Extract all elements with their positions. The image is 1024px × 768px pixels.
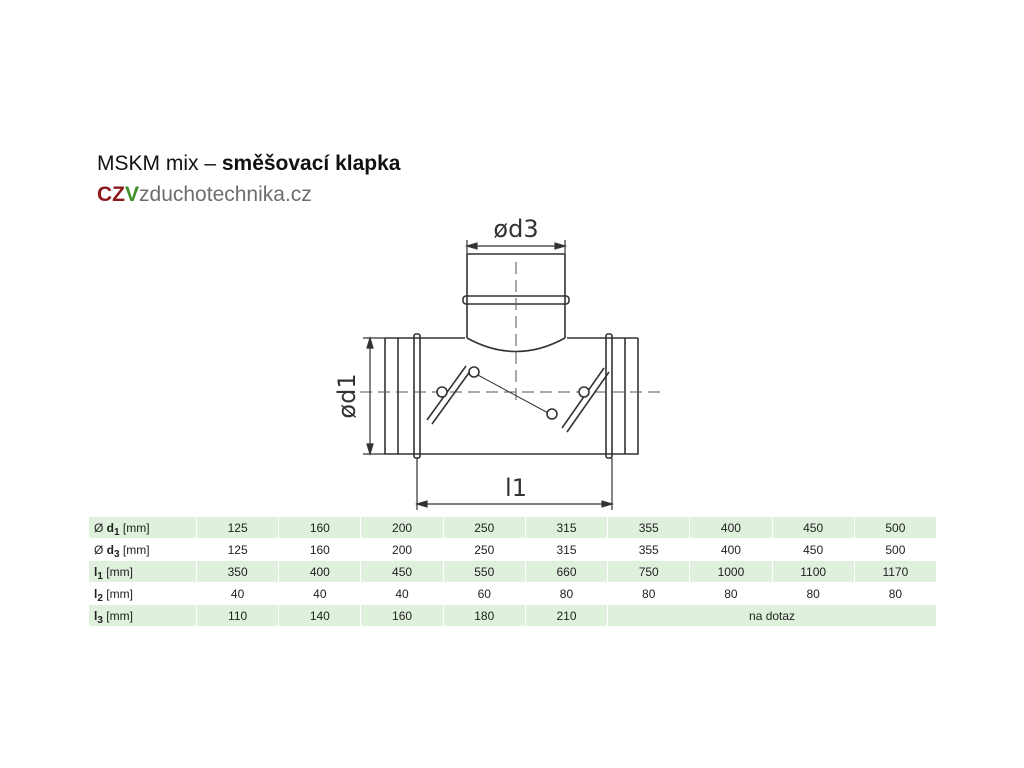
table-cell: 450: [771, 516, 855, 539]
table-cell: 450: [771, 538, 855, 561]
table-cell: 660: [524, 560, 609, 583]
table-cell: 450: [360, 560, 444, 583]
table-cell: 355: [607, 538, 691, 561]
label-d1: ød1: [333, 373, 361, 418]
table-cell: 40: [278, 582, 362, 605]
table-cell: 315: [524, 516, 609, 539]
row-header: l1 [mm]: [88, 560, 197, 583]
table-cell: 80: [771, 582, 855, 605]
table-cell: 350: [195, 560, 280, 583]
table-cell: 110: [195, 604, 280, 627]
dimension-table: Ø d1 [mm] 125 160 200 250 315 355 400 45…: [88, 516, 938, 627]
title-normal: MSKM mix –: [97, 152, 222, 175]
table-cell: 1100: [771, 560, 855, 583]
table-row: l2 [mm] 40 40 40 60 80 80 80 80 80: [88, 582, 938, 605]
row-header: l3 [mm]: [88, 604, 197, 627]
table-row: l1 [mm] 350 400 450 550 660 750 1000 110…: [88, 560, 938, 583]
table-cell: 160: [278, 538, 362, 561]
table-cell: 315: [524, 538, 609, 561]
table-cell: 400: [278, 560, 362, 583]
row-header: Ø d3 [mm]: [88, 538, 197, 561]
table-cell: 200: [360, 516, 444, 539]
table-cell: 500: [853, 538, 938, 561]
table-row: l3 [mm] 110 140 160 180 210 na dotaz: [88, 604, 937, 627]
table-row: Ø d3 [mm] 125 160 200 250 315 355 400 45…: [88, 538, 938, 561]
table-cell: 40: [360, 582, 444, 605]
table-cell: 750: [607, 560, 691, 583]
brand-logo: CZVzduchotechnika.cz: [97, 183, 312, 207]
table-cell: 500: [853, 516, 938, 539]
right-damper: [561, 367, 605, 429]
table-cell: 1000: [689, 560, 773, 583]
table-cell: 250: [442, 516, 526, 539]
table-cell: 250: [442, 538, 526, 561]
table-cell: 125: [195, 516, 280, 539]
title-bold: směšovací klapka: [221, 152, 401, 175]
merged-cell: na dotaz: [607, 604, 937, 627]
right-collar: [605, 333, 613, 459]
table-cell: 60: [442, 582, 526, 605]
table-cell: 80: [524, 582, 609, 605]
table-cell: 210: [524, 604, 609, 627]
table-cell: 80: [607, 582, 691, 605]
table-cell: 160: [360, 604, 444, 627]
table-cell: 140: [278, 604, 362, 627]
technical-drawing: ød3 ød1 l1: [333, 215, 660, 510]
brand-v: V: [125, 183, 140, 206]
table-cell: 180: [442, 604, 526, 627]
row-header: Ø d1 [mm]: [88, 516, 197, 539]
table-cell: 400: [689, 516, 773, 539]
table-cell: 80: [853, 582, 938, 605]
table-cell: 550: [442, 560, 526, 583]
brand-cz: CZ: [97, 183, 125, 206]
table-cell: 1170: [853, 560, 938, 583]
label-l1: l1: [505, 474, 527, 502]
page-title: MSKM mix – směšovací klapka: [97, 152, 400, 176]
brand-domain: zduchotechnika.cz: [139, 183, 312, 206]
table-cell: 125: [195, 538, 280, 561]
main-pipe: [384, 337, 639, 455]
table-cell: 80: [689, 582, 773, 605]
table-cell: 40: [195, 582, 280, 605]
left-collar: [413, 333, 421, 459]
row-header: l2 [mm]: [88, 582, 197, 605]
table-cell: 355: [607, 516, 691, 539]
table-cell: 200: [360, 538, 444, 561]
table-cell: 400: [689, 538, 773, 561]
table-row: Ø d1 [mm] 125 160 200 250 315 355 400 45…: [88, 516, 938, 539]
table-cell: 160: [278, 516, 362, 539]
label-d3: ød3: [493, 215, 538, 243]
